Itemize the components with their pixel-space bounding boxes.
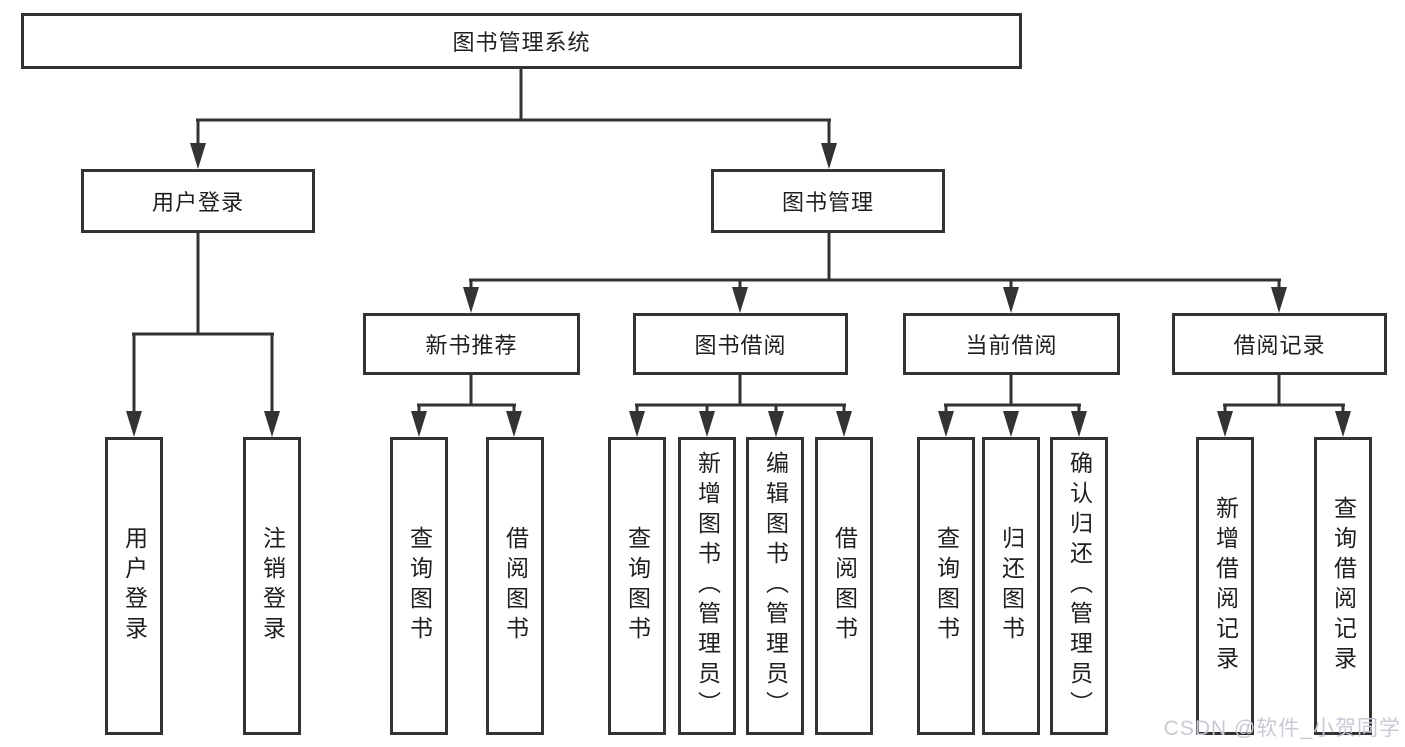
node-add-books-admin: 新增图书（管理员） xyxy=(678,437,736,735)
node-logout: 注销登录 xyxy=(243,437,301,735)
node-new-book-recommendation: 新书推荐 xyxy=(363,313,580,375)
arrowhead-icon xyxy=(821,143,837,169)
node-return-books: 归还图书 xyxy=(982,437,1040,735)
node-current-borrowing: 当前借阅 xyxy=(903,313,1120,375)
arrowhead-icon xyxy=(190,143,206,169)
arrowhead-icon xyxy=(126,411,142,437)
node-confirm-return-admin: 确认归还（管理员） xyxy=(1050,437,1108,735)
node-user-login: 用户登录 xyxy=(81,169,315,233)
node-query-borrow-record: 查询借阅记录 xyxy=(1314,437,1372,735)
arrowhead-icon xyxy=(699,411,715,437)
arrowhead-icon xyxy=(629,411,645,437)
csdn-watermark: CSDN @软件_小贺同学 xyxy=(1163,717,1401,740)
arrowhead-icon xyxy=(1217,411,1233,437)
node-book-management: 图书管理 xyxy=(711,169,945,233)
node-edit-books-admin: 编辑图书（管理员） xyxy=(746,437,804,735)
arrowhead-icon xyxy=(1271,287,1287,313)
node-user-login-leaf: 用户登录 xyxy=(105,437,163,735)
arrowhead-icon xyxy=(836,411,852,437)
arrowhead-icon xyxy=(1003,287,1019,313)
node-borrow-books: 借阅图书 xyxy=(815,437,873,735)
node-query-books-borrow: 查询图书 xyxy=(608,437,666,735)
node-borrowing-records: 借阅记录 xyxy=(1172,313,1387,375)
arrowhead-icon xyxy=(1071,411,1087,437)
node-library-system: 图书管理系统 xyxy=(21,13,1022,69)
node-add-borrow-record: 新增借阅记录 xyxy=(1196,437,1254,735)
arrowhead-icon xyxy=(1003,411,1019,437)
arrowhead-icon xyxy=(732,287,748,313)
node-borrow-books-recommend: 借阅图书 xyxy=(486,437,544,735)
arrowhead-icon xyxy=(264,411,280,437)
arrowhead-icon xyxy=(411,411,427,437)
arrowhead-icon xyxy=(768,411,784,437)
node-book-borrowing: 图书借阅 xyxy=(633,313,848,375)
node-query-books-current: 查询图书 xyxy=(917,437,975,735)
arrowhead-icon xyxy=(463,287,479,313)
arrowhead-icon xyxy=(1335,411,1351,437)
arrowhead-icon xyxy=(938,411,954,437)
node-query-books-recommend: 查询图书 xyxy=(390,437,448,735)
arrowhead-icon xyxy=(506,411,522,437)
